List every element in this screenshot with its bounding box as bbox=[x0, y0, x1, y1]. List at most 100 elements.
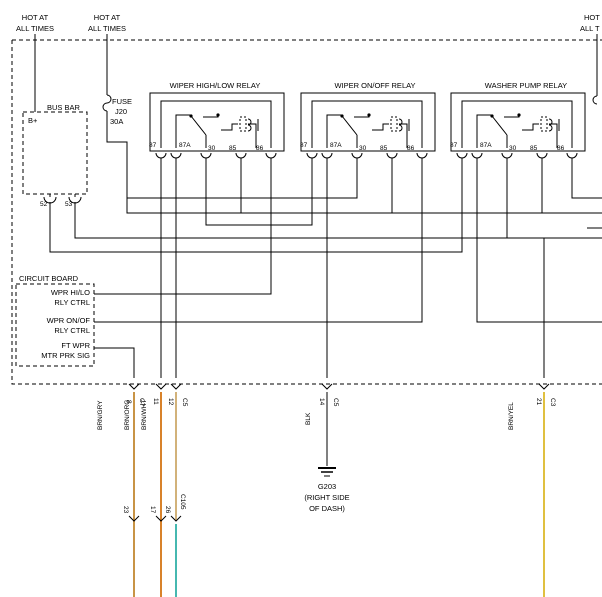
lower-pin-23: 23 bbox=[122, 506, 129, 514]
relay-wiper-high-low: WIPER HIGH/LOW RELAY 87 87A 30 85 86 bbox=[149, 81, 285, 159]
ground-loc-line1: (RIGHT SIDE bbox=[304, 493, 349, 502]
relay-1-box bbox=[149, 92, 285, 152]
relay-wiper-on-off: WIPER ON/OFF RELAY 87 87A 30 85 86 bbox=[300, 81, 436, 159]
cb-item-3-line1: FT WPR bbox=[61, 341, 90, 350]
relay-2-switch bbox=[326, 114, 370, 148]
relay-1-pin-87: 87 bbox=[149, 142, 157, 149]
bus-bar-terminal: B+ bbox=[28, 116, 38, 125]
hot-label-3-line1: HOT bbox=[584, 13, 600, 22]
relay-2-pin-86: 86 bbox=[407, 145, 415, 152]
conn-name-c5a: C5 bbox=[181, 398, 188, 407]
block-connectors: 8 C7 11 12 C5 14 C5 21 C3 bbox=[125, 383, 556, 407]
conn-pin-11: 11 bbox=[152, 398, 159, 405]
external-wires: BRN/GRY BRN/ORG BRN/WHT BLK BRN/YEL bbox=[97, 392, 545, 597]
cb-item-3-line2: MTR PRK SIG bbox=[41, 351, 90, 360]
relay-3-pin-87a: 87A bbox=[480, 142, 492, 149]
wire-r3-86 bbox=[571, 158, 602, 199]
right-feed-stub bbox=[592, 95, 598, 105]
relay-3-box bbox=[450, 92, 586, 152]
fuse-label-line3: 30A bbox=[110, 117, 123, 126]
relay-3-switch bbox=[476, 114, 520, 148]
lower-connector-chevrons bbox=[128, 515, 182, 522]
relay-washer-pump: WASHER PUMP RELAY 87 87A 30 85 86 bbox=[450, 81, 586, 159]
relay-1-pin-30: 30 bbox=[208, 145, 216, 152]
cb-item-2-line1: WPR ON/OF bbox=[47, 316, 91, 325]
wire-r1-86 bbox=[94, 158, 272, 295]
cb-item-1-line1: WPR HI/LO bbox=[51, 288, 90, 297]
relay-2-pin-87: 87 bbox=[300, 142, 308, 149]
relay-3-connectors bbox=[456, 152, 578, 159]
relay-3-pin-86: 86 bbox=[557, 145, 565, 152]
bus-bar-pin-53: 53 bbox=[65, 201, 73, 208]
relay-1-connectors bbox=[155, 152, 277, 159]
wire-r2-30 bbox=[127, 158, 358, 199]
wire-label-blk: BLK bbox=[305, 412, 312, 425]
wire-r1-30 bbox=[205, 158, 313, 226]
ground-name: G203 bbox=[318, 482, 336, 491]
cb-item-2-line2: RLY CTRL bbox=[54, 326, 90, 335]
relay-2-title: WIPER ON/OFF RELAY bbox=[334, 81, 415, 90]
hot-label-2-line1: HOT AT bbox=[94, 13, 121, 22]
relay-3-pin-87: 87 bbox=[450, 142, 458, 149]
cb-item-1-line2: RLY CTRL bbox=[54, 298, 90, 307]
lower-pin-17: 17 bbox=[149, 506, 156, 514]
relay-2-pin-87a: 87A bbox=[330, 142, 342, 149]
bus-bar-box bbox=[22, 111, 88, 195]
relay-3-pin-30: 30 bbox=[509, 145, 517, 152]
hot-label-1-line1: HOT AT bbox=[22, 13, 49, 22]
relay-1-pin-87a: 87A bbox=[179, 142, 191, 149]
fuse-label-line2: J20 bbox=[115, 107, 127, 116]
internal-wiring bbox=[49, 158, 602, 378]
relay-2-connectors bbox=[306, 152, 428, 159]
relay-3-inner-frame bbox=[461, 100, 573, 148]
relay-1-pin-86: 86 bbox=[256, 145, 264, 152]
fuse-output-wire bbox=[106, 111, 602, 214]
relay-1-inner-frame bbox=[160, 100, 272, 148]
fuse-label-line1: FUSE bbox=[112, 97, 132, 106]
wire-bus52 bbox=[49, 158, 463, 253]
relay-1-coil bbox=[221, 118, 259, 148]
wire-label-brn-yel: BRN/YEL bbox=[508, 402, 515, 430]
wire-label-brn-wht: BRN/WHT bbox=[141, 400, 148, 430]
relay-2-inner-frame bbox=[311, 100, 423, 148]
hot-label-1-line2: ALL TIMES bbox=[16, 24, 54, 33]
conn-pin-12: 12 bbox=[167, 398, 174, 406]
lower-pin-26: 26 bbox=[164, 506, 171, 514]
relay-2-coil bbox=[372, 118, 410, 148]
wire-label-brn-gry: BRN/GRY bbox=[97, 400, 104, 430]
relay-1-title: WIPER HIGH/LOW RELAY bbox=[170, 81, 261, 90]
relay-3-coil bbox=[522, 118, 560, 148]
conn-name-c7: C7 bbox=[138, 398, 145, 407]
conn-pin-21: 21 bbox=[535, 398, 542, 406]
conn-name-c5b: C5 bbox=[332, 398, 339, 407]
relay-1-switch bbox=[175, 114, 219, 148]
relay-2-pin-85: 85 bbox=[380, 145, 388, 152]
conn-pin-8: 8 bbox=[125, 400, 132, 404]
wire-bus53 bbox=[74, 202, 602, 239]
circuit-board-title: CIRCUIT BOARD bbox=[19, 274, 79, 283]
ground-g203: G203 (RIGHT SIDE OF DASH) bbox=[304, 467, 350, 513]
wire-ft-wpr bbox=[94, 347, 135, 378]
ground-loc-line2: OF DASH) bbox=[309, 504, 345, 513]
connector-chevrons bbox=[128, 383, 550, 390]
lower-connector-c105: 23 17 26 C105 bbox=[122, 494, 186, 522]
conn-pin-14: 14 bbox=[318, 398, 325, 406]
relay-2-pin-30: 30 bbox=[359, 145, 367, 152]
relay-2-box bbox=[300, 92, 436, 152]
hot-label-2-line2: ALL TIMES bbox=[88, 24, 126, 33]
wire-label-brn-org: BRN/ORG bbox=[124, 400, 131, 430]
fuse-symbol bbox=[102, 94, 112, 112]
bus-bar-pin-52: 52 bbox=[40, 201, 48, 208]
relay-3-title: WASHER PUMP RELAY bbox=[485, 81, 567, 90]
conn-name-c3: C3 bbox=[549, 398, 556, 407]
circuit-board: CIRCUIT BOARD WPR HI/LO RLY CTRL WPR ON/… bbox=[15, 274, 95, 367]
junction-block-outline bbox=[11, 39, 602, 385]
bus-bar-title: BUS BAR bbox=[47, 103, 81, 112]
relay-1-pin-85: 85 bbox=[229, 145, 237, 152]
hot-label-3-line2: ALL T bbox=[580, 24, 600, 33]
circuit-board-box bbox=[15, 283, 95, 367]
wire-r3-87a bbox=[476, 158, 602, 323]
relay-3-pin-85: 85 bbox=[530, 145, 538, 152]
lower-conn-name: C105 bbox=[179, 494, 186, 510]
